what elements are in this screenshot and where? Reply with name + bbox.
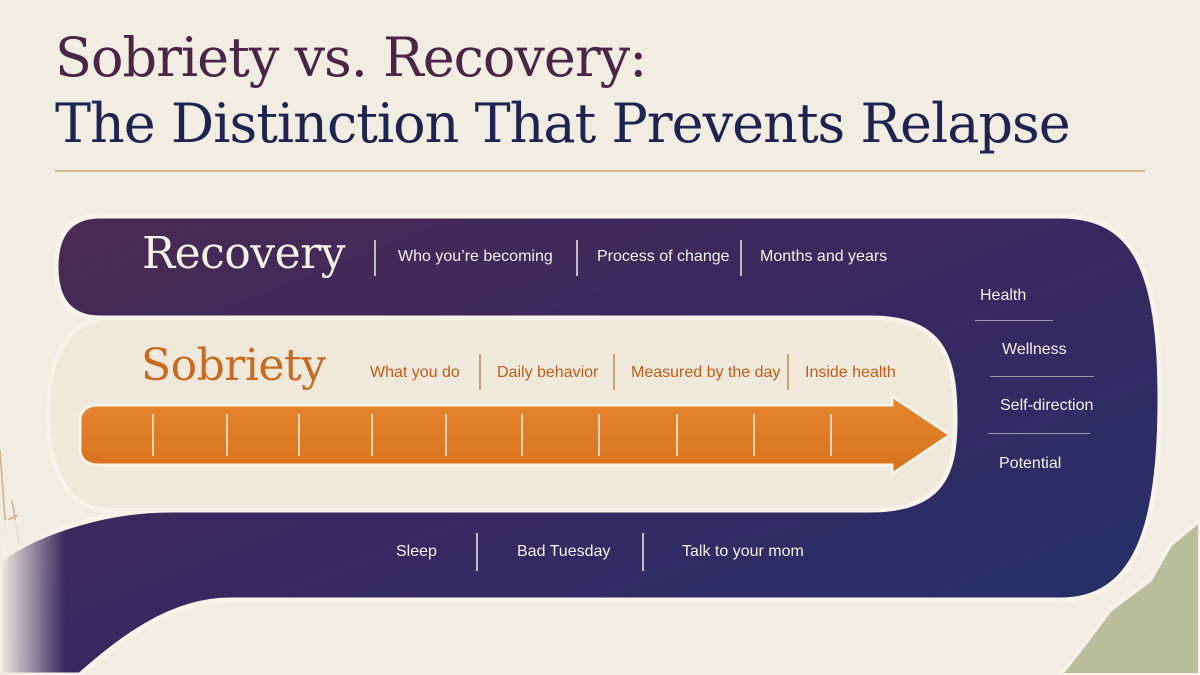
curve-item: Wellness: [1002, 341, 1067, 358]
sobriety-separator: [613, 354, 615, 390]
sobriety-attribute: Daily behavior: [497, 364, 599, 381]
bottom-separator: [476, 533, 478, 571]
page-title-line-1: Sobriety vs. Recovery:: [55, 26, 647, 89]
recovery-attribute: Process of change: [597, 248, 730, 265]
recovery-separator: [374, 240, 376, 276]
arrow-tick-marks: [152, 414, 832, 456]
curve-item-divider: [988, 433, 1090, 434]
curve-item-divider: [975, 320, 1053, 321]
recovery-separator: [576, 240, 578, 276]
curve-item: Self-direction: [1000, 397, 1094, 414]
bottom-separator: [642, 533, 644, 571]
band-tail-fade: [0, 520, 260, 675]
bottom-item: Talk to your mom: [682, 543, 804, 560]
sobriety-attribute: Inside health: [805, 364, 896, 381]
bottom-item: Sleep: [396, 543, 437, 560]
curve-item-divider: [990, 376, 1094, 377]
recovery-label: Recovery: [142, 228, 346, 279]
curve-item: Health: [980, 287, 1027, 304]
recovery-attribute: Who you’re becoming: [398, 248, 553, 265]
curve-item: Potential: [999, 455, 1062, 472]
paper-corner-decoration: [1057, 517, 1200, 675]
sobriety-arrow: [78, 393, 953, 477]
recovery-attribute: Months and years: [760, 248, 888, 265]
sobriety-label: Sobriety: [141, 340, 326, 391]
title-divider: [55, 170, 1145, 172]
sobriety-attribute: Measured by the day: [631, 364, 781, 381]
bottom-item: Bad Tuesday: [517, 543, 611, 560]
recovery-separator: [740, 240, 742, 276]
page-title-line-2: The Distinction That Prevents Relapse: [55, 92, 1071, 155]
sobriety-separator: [787, 354, 789, 390]
sobriety-attribute: What you do: [370, 364, 460, 381]
sobriety-separator: [479, 354, 481, 390]
